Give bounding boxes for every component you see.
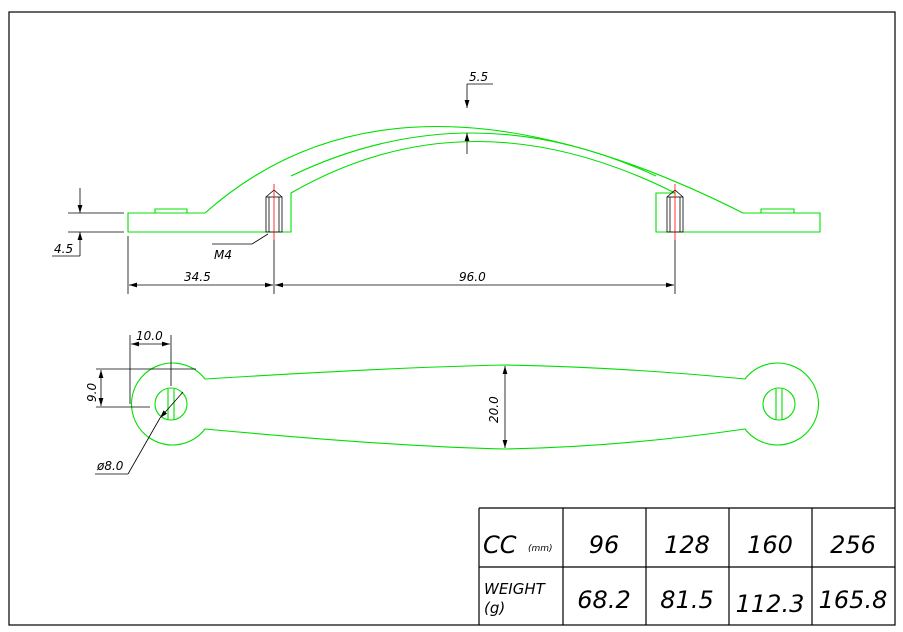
dim-base-thickness-label: 4.5 — [54, 242, 73, 256]
table-weight-value: 68.2 — [577, 586, 630, 614]
table-weight-label: WEIGHT — [484, 580, 547, 598]
handle-inner-arch — [290, 132, 657, 177]
dim-hole-diameter-label: ø8.0 — [96, 459, 124, 473]
dim-end-offset-label: 9.0 — [85, 383, 99, 402]
thread-leader — [212, 233, 269, 245]
handle-top-outline — [131, 362, 819, 450]
table-cc-value: 96 — [589, 531, 620, 559]
dim-base-thickness — [52, 188, 124, 257]
dim-edge-to-hole-label: 34.5 — [184, 270, 211, 284]
table-cc-value: 256 — [830, 531, 876, 559]
dim-center-width-label: 20.0 — [487, 396, 501, 423]
table-weight-value: 81.5 — [660, 586, 713, 614]
table-cc-value: 128 — [664, 531, 710, 559]
dim-end-width-label: 10.0 — [136, 329, 163, 343]
spec-table — [478, 507, 895, 625]
thread-callout-label: M4 — [214, 248, 232, 262]
table-weight-unit: (g) — [484, 599, 505, 617]
right-mounting-hole — [762, 387, 796, 421]
table-cc-unit: (mm) — [528, 544, 553, 554]
table-weight-value: 165.8 — [819, 586, 888, 614]
dim-arch-thickness-label: 5.5 — [469, 70, 488, 84]
drawing-border — [8, 11, 896, 626]
table-cc-label: CC — [483, 531, 517, 559]
side-view — [127, 126, 821, 233]
dim-arch-thickness — [464, 83, 493, 154]
dim-horizontal-lengths — [127, 236, 676, 294]
dim-hole-spacing-label: 96.0 — [459, 270, 486, 284]
dim-top-view — [95, 335, 508, 475]
table-weight-value: 112.3 — [736, 590, 805, 618]
left-mounting-hole — [154, 387, 188, 421]
top-view — [131, 362, 819, 450]
left-foot-pad — [154, 208, 188, 213]
right-foot-pad — [760, 208, 795, 213]
table-cc-value: 160 — [747, 531, 793, 559]
handle-outer-outline — [127, 126, 821, 233]
